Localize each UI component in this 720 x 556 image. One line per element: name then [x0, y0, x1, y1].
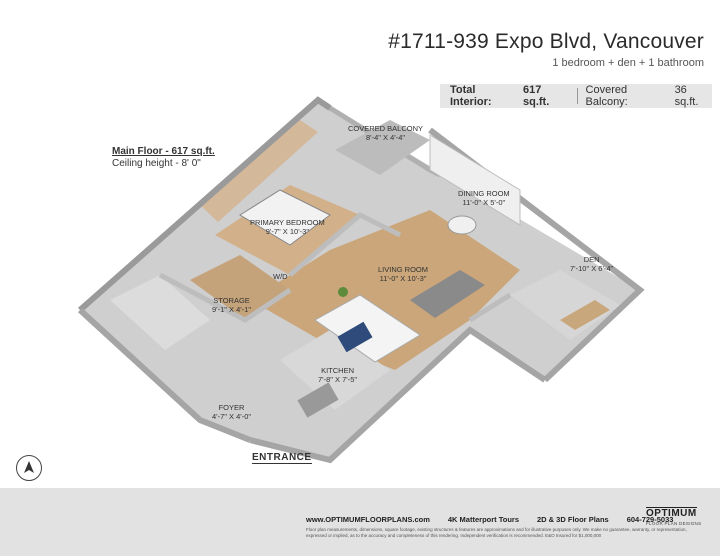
logo-sub: FLOOR PLAN DESIGNS [646, 521, 702, 526]
footer-plans: 2D & 3D Floor Plans [537, 515, 609, 524]
kitchen-floor [280, 330, 390, 410]
storage-name: STORAGE [213, 296, 250, 305]
bedroom-name: PRIMARY BEDROOM [250, 218, 325, 227]
room-label-bedroom: PRIMARY BEDROOM 9'-7" X 10'-3" [250, 218, 325, 236]
kitchen-island [314, 294, 421, 363]
room-label-storage: STORAGE 9'-1" X 4'-1" [212, 296, 251, 314]
bath-tile-floor [110, 275, 210, 350]
interior-value: 617 sq.ft. [523, 84, 550, 108]
floor-note: Main Floor - 617 sq.ft. Ceiling height -… [112, 146, 215, 170]
stove [297, 382, 339, 418]
room-label-wd: W/D [273, 272, 288, 281]
footer-disclaimer: Floor plan measurements, dimensions, squ… [306, 527, 687, 538]
listing-subtitle: 1 bedroom + den + 1 bathroom [552, 57, 704, 69]
room-label-dining: DINING ROOM 11'-0" X 5'-0" [458, 189, 510, 207]
floor-plan-3d [77, 96, 645, 464]
living-name: LIVING ROOM [378, 265, 429, 274]
kitchen-sink [337, 321, 373, 353]
den-floor [510, 270, 620, 340]
dining-window [429, 134, 521, 226]
entrance-label: ENTRANCE [252, 452, 312, 464]
room-label-balcony: COVERED BALCONY 8'-4" X 4'-4" [348, 124, 423, 142]
room-label-living: LIVING ROOM 11'-0" X 10'-3" [378, 265, 428, 283]
balcony-value: 36 sq.ft. [674, 84, 699, 108]
living-wood-floor [250, 210, 520, 370]
compass-arrow-icon [24, 461, 34, 473]
dining-name: DINING ROOM [458, 189, 510, 198]
storage-dim: 9'-1" X 4'-1" [212, 305, 252, 314]
outer-wall-west [77, 307, 252, 443]
balcony-name: COVERED BALCONY [348, 124, 424, 133]
listing-title: #1711-939 Expo Blvd, Vancouver [388, 30, 704, 53]
interior-wall-bedroom [288, 212, 402, 277]
room-label-kitchen: KITCHEN 7'-8" X 7'-5" [318, 366, 357, 384]
foyer-name: FOYER [218, 403, 245, 412]
area-summary-bar: Total Interior: 617 sq.ft. Covered Balco… [440, 84, 712, 108]
living-dim: 11'-0" X 10'-3" [379, 274, 427, 283]
room-label-den: DEN 7'-10" X 6'-4" [570, 255, 613, 273]
den-desk [560, 300, 610, 330]
optimum-logo: OPTIMUM FLOOR PLAN DESIGNS [646, 503, 706, 526]
dining-table [447, 215, 477, 235]
footer-phone: 604-729-5033 [626, 515, 674, 524]
outer-wall-north [78, 96, 332, 313]
kitchen-name: KITCHEN [321, 366, 354, 375]
balcony-deck [335, 120, 430, 175]
area-separator [576, 88, 578, 104]
foyer-dim: 4'-7" X 4'-0" [212, 412, 252, 421]
room-label-foyer: FOYER 4'-7" X 4'-0" [212, 403, 251, 421]
footer-contact-row: www.OPTIMUMFLOORPLANS.com 4K Matterport … [306, 515, 673, 524]
bedroom-accent-wall [200, 120, 318, 222]
ceiling-height: Ceiling height - 8' 0" [112, 158, 201, 169]
logo-main: OPTIMUM [646, 507, 697, 519]
main-floor-label: Main Floor - 617 sq.ft. [112, 146, 215, 157]
interior-wall-storage [158, 272, 292, 323]
plant [338, 287, 348, 297]
den-name: DEN [583, 255, 600, 264]
sofa [410, 270, 485, 318]
outer-wall-south [249, 326, 547, 464]
interior-label: Total Interior: [450, 84, 492, 108]
kitchen-dim: 7'-8" X 7'-5" [318, 375, 358, 384]
balcony-dim: 8'-4" X 4'-4" [365, 133, 406, 142]
balcony-label: Covered Balcony: [585, 84, 628, 108]
bedroom-dim: 9'-7" X 10'-3" [265, 227, 309, 236]
dining-dim: 11'-0" X 5'-0" [462, 198, 506, 207]
interior-wall-den [468, 292, 512, 323]
footer-website-link[interactable]: www.OPTIMUMFLOORPLANS.com [306, 515, 430, 524]
compass-icon [16, 455, 42, 481]
den-dim: 7'-10" X 6'-4" [570, 264, 614, 273]
footer-tours: 4K Matterport Tours [447, 515, 520, 524]
bed [239, 189, 331, 246]
footer-band [0, 488, 720, 556]
